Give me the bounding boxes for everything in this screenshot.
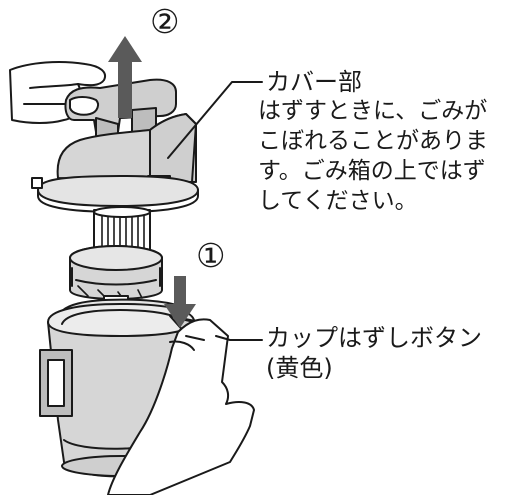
step-1-number: ① (196, 236, 226, 275)
cover-note-line: す。ごみ箱の上ではず (258, 158, 486, 184)
cover-note: はずすときに、ごみが こぼれることがありま す。ごみ箱の上ではず してください。 (258, 96, 488, 216)
cover-leader-line (167, 81, 263, 159)
cup-release-label-line: (黄色) (266, 354, 333, 382)
lower-hand (107, 318, 255, 495)
filter-base (69, 245, 163, 327)
cover-note-line: してください。 (258, 188, 418, 214)
cover-note-line: こぼれることがありま (258, 128, 488, 154)
down-arrow-icon (164, 276, 196, 328)
cover-label: カバー部 (266, 68, 362, 96)
cup-release-label: カップはずしボタン (黄色) (266, 323, 482, 383)
cup-release-leader-line (215, 335, 263, 341)
step-2-number: ② (150, 2, 180, 41)
leader-lines (167, 81, 263, 341)
cup-release-label-line: カップはずしボタン (266, 324, 482, 352)
cover-note-line: はずすときに、ごみが (258, 98, 488, 124)
up-arrow-icon (108, 36, 142, 118)
